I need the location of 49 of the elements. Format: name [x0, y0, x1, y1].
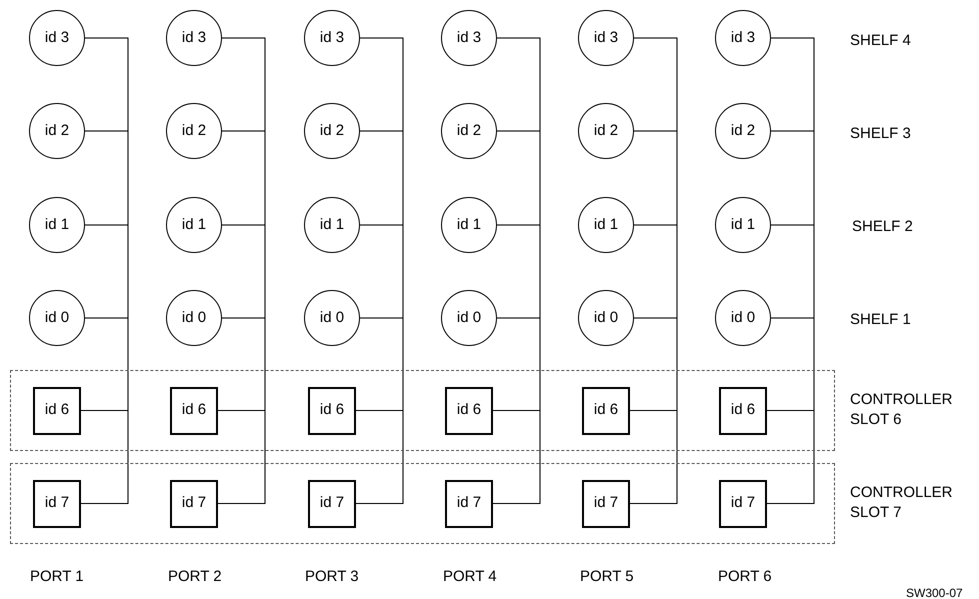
bus-line — [360, 38, 404, 132]
shelf-label: SHELF 3 — [850, 124, 911, 144]
bus-line — [84, 130, 128, 226]
bus-line — [84, 224, 128, 318]
bus-line — [360, 130, 404, 226]
bus-line — [222, 38, 266, 132]
bus-line — [80, 410, 128, 504]
controller-box: id 7 — [719, 480, 767, 528]
figure-code: SW300-07 — [906, 585, 963, 599]
port-label: PORT 5 — [580, 567, 634, 587]
port-label: PORT 6 — [718, 567, 772, 587]
shelf-label: SHELF 2 — [852, 217, 913, 237]
bus-line — [634, 38, 678, 132]
port-label: PORT 4 — [443, 567, 497, 587]
bus-line — [496, 224, 540, 318]
bus-line — [218, 410, 266, 504]
slot-label: CONTROLLER SLOT 6 — [850, 390, 954, 430]
controller-box: id 7 — [445, 480, 493, 528]
controller-box: id 7 — [582, 480, 630, 528]
port-label: PORT 2 — [168, 567, 222, 587]
controller-box: id 6 — [582, 386, 630, 434]
bus-line — [222, 224, 266, 318]
controller-box: id 6 — [445, 386, 493, 434]
controller-box: id 6 — [33, 386, 81, 434]
bus-line — [770, 130, 814, 226]
bus-line — [496, 130, 540, 226]
bus-line — [770, 224, 814, 318]
bus-line — [492, 410, 540, 504]
bus-line — [222, 130, 266, 226]
controller-box: id 6 — [719, 386, 767, 434]
bus-line — [356, 410, 404, 504]
port-label: PORT 1 — [30, 567, 84, 587]
shelf-label: SHELF 1 — [850, 310, 911, 330]
bus-line — [496, 38, 540, 132]
bus-line — [634, 224, 678, 318]
bus-line — [634, 130, 678, 226]
bus-line — [770, 38, 814, 132]
bus-line — [766, 410, 814, 504]
bus-line — [84, 38, 128, 132]
controller-box: id 6 — [170, 386, 218, 434]
port-label: PORT 3 — [305, 567, 359, 587]
controller-box: id 7 — [308, 480, 356, 528]
controller-box: id 6 — [308, 386, 356, 434]
bus-line — [360, 224, 404, 318]
controller-box: id 7 — [170, 480, 218, 528]
slot-label: CONTROLLER SLOT 7 — [850, 483, 954, 523]
controller-box: id 7 — [33, 480, 81, 528]
bus-line — [630, 410, 678, 504]
shelf-label: SHELF 4 — [850, 31, 911, 51]
